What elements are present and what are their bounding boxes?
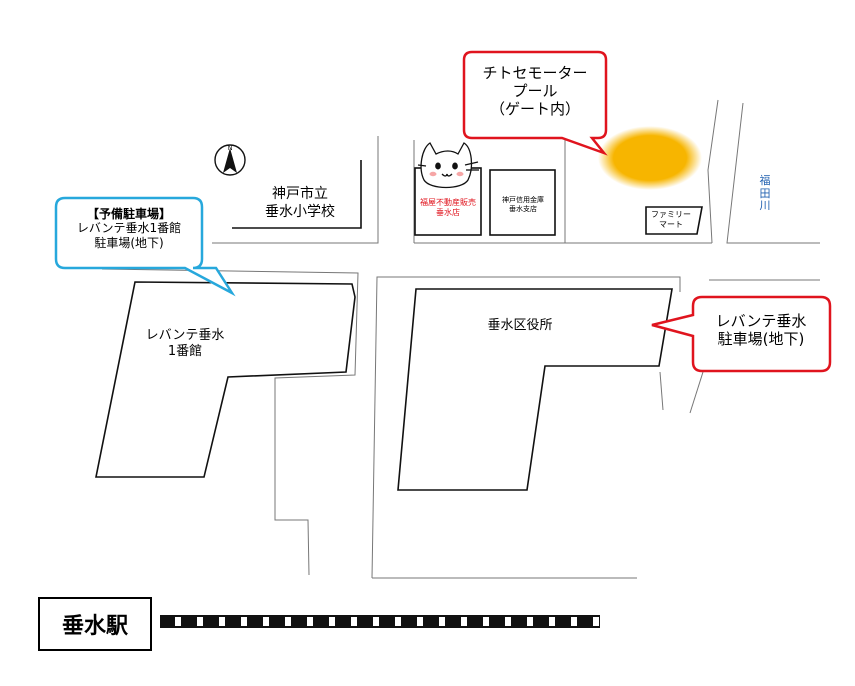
fukuya-label-line2: 垂水店 bbox=[436, 208, 460, 217]
railway-tie-gap bbox=[373, 617, 379, 626]
pool-callout-line1: チトセモーター bbox=[482, 64, 588, 82]
levante-parking-callout: レバンテ垂水 駐車場(地下) bbox=[694, 312, 828, 348]
ward-office-label: 垂水区役所 bbox=[470, 318, 570, 334]
railway-tie-gap bbox=[175, 617, 181, 626]
spare-parking-callout-line1: 【予備駐車場】 bbox=[86, 207, 171, 221]
cat-mascot-icon bbox=[417, 142, 479, 189]
north-arrow-icon: N bbox=[214, 144, 246, 176]
river-label-line3: 川 bbox=[759, 199, 771, 213]
north-label: N bbox=[227, 145, 232, 152]
pool-callout: チトセモーター プール （ゲート内） bbox=[466, 64, 604, 118]
spare-parking-callout-bubble bbox=[54, 196, 236, 297]
railway-tie-gap bbox=[439, 617, 445, 626]
levante1-label: レバンテ垂水 1番館 bbox=[130, 328, 240, 361]
fukuya-label: 福屋不動産販売 垂水店 bbox=[413, 198, 483, 218]
levante-parking-callout-line1: レバンテ垂水 bbox=[715, 312, 807, 330]
ward-office-building bbox=[397, 288, 673, 491]
railway-tie-gap bbox=[549, 617, 555, 626]
railway-tie-gap bbox=[461, 617, 467, 626]
pool-marker-icon bbox=[598, 126, 702, 190]
familymart-label: ファミリー マート bbox=[645, 210, 697, 230]
school-label-line2: 垂水小学校 bbox=[265, 203, 335, 220]
shinkin-label-line2: 垂水支店 bbox=[509, 204, 537, 213]
railway-tie-gap bbox=[483, 617, 489, 626]
levante1-label-line2: 1番館 bbox=[167, 344, 203, 360]
railway-tie-gap bbox=[417, 617, 423, 626]
railway-tie-gap bbox=[505, 617, 511, 626]
railway-tie-gap bbox=[285, 617, 291, 626]
railway-tie-gap bbox=[219, 617, 225, 626]
station-label: 垂水駅 bbox=[61, 614, 128, 639]
station-box: 垂水駅 bbox=[38, 597, 152, 651]
familymart-label-line2: マート bbox=[659, 220, 683, 229]
railway-tie-gap bbox=[527, 617, 533, 626]
familymart-label-line1: ファミリー bbox=[651, 210, 691, 219]
levante1-building bbox=[95, 281, 356, 478]
spare-parking-callout: 【予備駐車場】 レバンテ垂水1番館 駐車場(地下) bbox=[58, 207, 200, 250]
railway-tie-gap bbox=[351, 617, 357, 626]
shinkin-label: 神戸信用金庫 垂水支店 bbox=[490, 196, 556, 214]
river-label: 福 田 川 bbox=[756, 174, 774, 213]
levante-parking-callout-line2: 駐車場(地下) bbox=[717, 330, 805, 348]
levante1-label-line1: レバンテ垂水 bbox=[145, 328, 225, 343]
spare-parking-callout-line3: 駐車場(地下) bbox=[94, 235, 164, 250]
levante-parking-callout-bubble bbox=[651, 295, 832, 373]
school-building bbox=[232, 160, 362, 229]
fukuya-label-line1: 福屋不動産販売 bbox=[420, 198, 476, 207]
railway-track-icon bbox=[160, 615, 600, 628]
pool-callout-line3: （ゲート内） bbox=[489, 100, 580, 118]
railway-tie-gap bbox=[571, 617, 577, 626]
railway-tie-gap bbox=[241, 617, 247, 626]
railway-tie-gap bbox=[307, 617, 313, 626]
street-lines bbox=[101, 99, 820, 579]
shinkin-label-line1: 神戸信用金庫 bbox=[502, 196, 544, 204]
school-label-line1: 神戸市立 bbox=[272, 186, 328, 202]
river-label-line1: 福 bbox=[759, 174, 771, 187]
railway-tie-gap bbox=[263, 617, 269, 626]
railway-tie-gap bbox=[197, 617, 203, 626]
familymart-building bbox=[645, 206, 703, 235]
shinkin-building bbox=[489, 169, 556, 236]
pool-callout-bubble bbox=[462, 50, 608, 156]
railway-tie-gap bbox=[329, 617, 335, 626]
ward-office-label-text: 垂水区役所 bbox=[487, 318, 553, 333]
river-label-line2: 田 bbox=[759, 186, 771, 200]
railway-tie-gap bbox=[395, 617, 401, 626]
school-label: 神戸市立 垂水小学校 bbox=[250, 186, 350, 221]
spare-parking-callout-line2: レバンテ垂水1番館 bbox=[76, 221, 182, 236]
railway-tie-gap bbox=[593, 617, 599, 626]
pool-callout-line2: プール bbox=[512, 82, 558, 100]
